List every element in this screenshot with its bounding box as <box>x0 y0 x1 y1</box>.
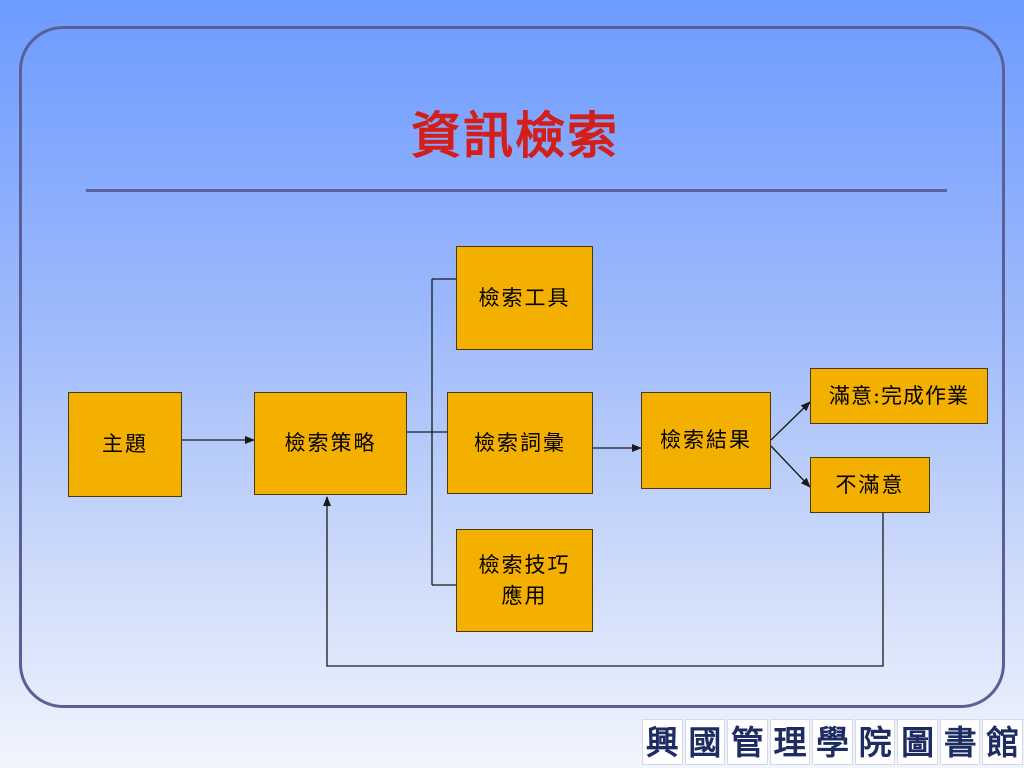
node-search-vocabulary: 檢索詞彙 <box>447 392 593 494</box>
node-topic: 主題 <box>68 392 182 497</box>
feedback-loop-unsatisfied-to-strategy <box>323 496 884 667</box>
logo-char: 圖 <box>897 719 938 765</box>
node-search-results-label: 檢索結果 <box>660 428 752 453</box>
logo-char: 管 <box>727 719 768 765</box>
node-search-tools: 檢索工具 <box>456 246 593 350</box>
logo-char: 學 <box>812 719 853 765</box>
node-satisfied: 滿意:完成作業 <box>810 368 988 424</box>
node-search-technique-label-line2: 應用 <box>501 583 548 608</box>
node-unsatisfied: 不滿意 <box>810 457 930 513</box>
node-search-technique: 檢索技巧 應用 <box>456 529 593 632</box>
logo-char: 書 <box>939 719 981 765</box>
node-topic-label: 主題 <box>102 432 148 457</box>
node-satisfied-label: 滿意:完成作業 <box>828 383 970 408</box>
logo-char: 興 <box>641 719 683 765</box>
node-search-strategy: 檢索策略 <box>254 392 407 495</box>
arrow-results-to-unsatisfied <box>770 445 811 488</box>
node-search-results: 檢索結果 <box>641 392 771 489</box>
node-search-strategy-label: 檢索策略 <box>284 431 377 456</box>
node-unsatisfied-label: 不滿意 <box>835 472 905 497</box>
slide-frame <box>19 26 1005 708</box>
logo-char: 國 <box>684 719 726 765</box>
library-logo: 興 國 管 理 學 院 圖 書 館 <box>641 716 1024 768</box>
logo-char: 院 <box>854 719 896 765</box>
title-divider <box>86 189 947 192</box>
logo-char: 理 <box>769 719 811 765</box>
node-search-technique-label-line1: 檢索技巧 <box>478 553 571 578</box>
slide-title: 資訊檢索 <box>411 106 619 165</box>
arrow-results-to-satisfied <box>770 401 811 441</box>
logo-char: 館 <box>982 719 1024 765</box>
node-search-tools-label: 檢索工具 <box>478 285 571 310</box>
node-search-vocabulary-label: 檢索詞彙 <box>474 430 566 455</box>
